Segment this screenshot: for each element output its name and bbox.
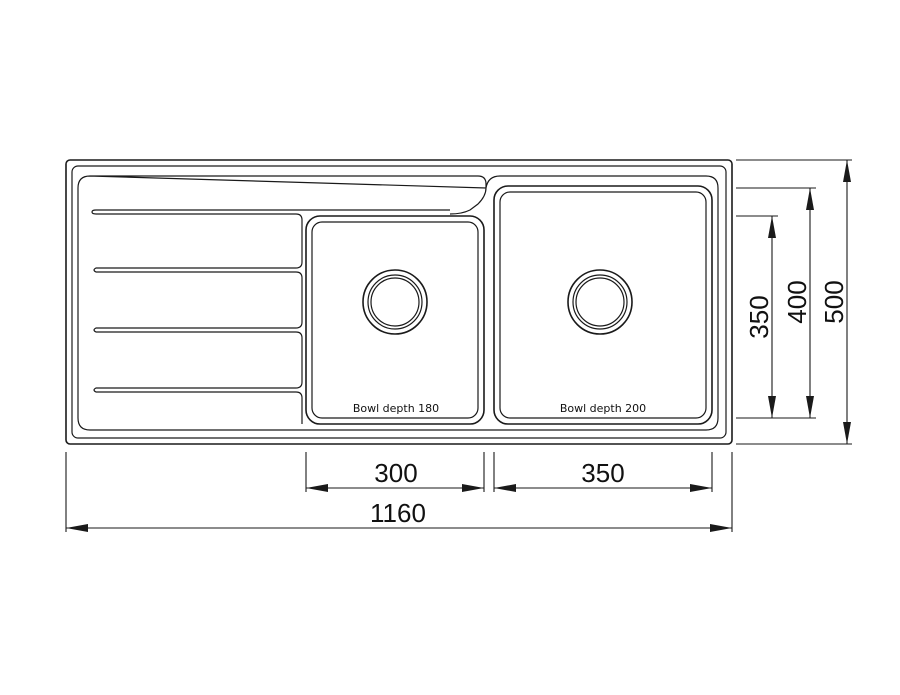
drain-icon [362, 269, 428, 335]
drainer-rib [93, 338, 303, 424]
left-bowl-width-dimension: 300 [306, 458, 484, 492]
drainer-rib [91, 209, 450, 279]
left-bowl-inner [311, 221, 479, 419]
sink-inner-rim [71, 165, 727, 439]
right-bowl-width-label: 350 [581, 458, 624, 488]
bowl-height-label: 350 [744, 295, 774, 338]
overall-height-label: 500 [819, 280, 849, 323]
sink-deck-contour [77, 175, 719, 431]
overall-width-dimension: 1160 [66, 498, 732, 532]
right-bowl-outer [493, 185, 713, 425]
left-bowl: Bowl depth 180 [305, 215, 485, 425]
inner-height-dimension: 400 [782, 188, 814, 418]
right-bowl-label: Bowl depth 200 [560, 402, 646, 415]
right-bowl: Bowl depth 200 [493, 185, 713, 425]
horizontal-dimensions: 300 350 1160 [65, 452, 733, 532]
right-bowl-width-dimension: 350 [494, 458, 712, 492]
overall-width-label: 1160 [370, 498, 426, 528]
left-bowl-label: Bowl depth 180 [353, 402, 439, 415]
sink-outer-rim [65, 159, 733, 445]
inner-height-label: 400 [782, 280, 812, 323]
left-bowl-width-label: 300 [374, 458, 417, 488]
vertical-dimensions: 350 400 500 [736, 159, 852, 445]
left-bowl-outer [305, 215, 485, 425]
drainer-area [91, 209, 450, 424]
sink-outline [65, 159, 733, 445]
drainer-rib [93, 278, 303, 339]
overall-height-dimension: 500 [819, 160, 851, 444]
right-bowl-inner [499, 191, 707, 419]
drain-icon [567, 269, 633, 335]
bowl-height-dimension: 350 [744, 216, 776, 418]
